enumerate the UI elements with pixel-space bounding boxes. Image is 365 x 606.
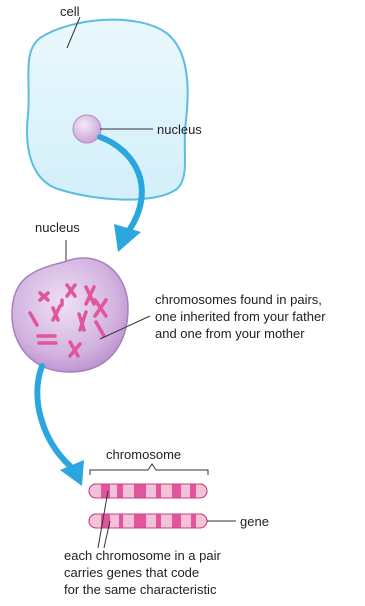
pair-note-line-2: carries genes that code — [64, 565, 199, 580]
nucleus-mid-label: nucleus — [35, 220, 80, 235]
cell-nucleus — [73, 115, 101, 143]
pair-note-line-3: for the same characteristic — [64, 582, 217, 597]
zoom-arrow-1-head — [114, 224, 141, 252]
chromosome-pairs-line-3: and one from your mother — [155, 326, 305, 341]
chromosome-bottom — [89, 514, 207, 528]
cell-label: cell — [60, 4, 80, 19]
chromosome-pairs-line-1: chromosomes found in pairs, — [155, 292, 322, 307]
nucleus-top-label: nucleus — [157, 122, 202, 137]
zoom-arrow-2 — [37, 366, 70, 466]
chromosome-bracket — [90, 464, 208, 475]
cell-body — [27, 20, 188, 200]
gene-label: gene — [240, 514, 269, 529]
pair-note-line-1: each chromosome in a pair — [64, 548, 221, 563]
chromosome-label: chromosome — [106, 447, 181, 462]
chromosome-pairs-line-2: one inherited from your father — [155, 309, 326, 324]
